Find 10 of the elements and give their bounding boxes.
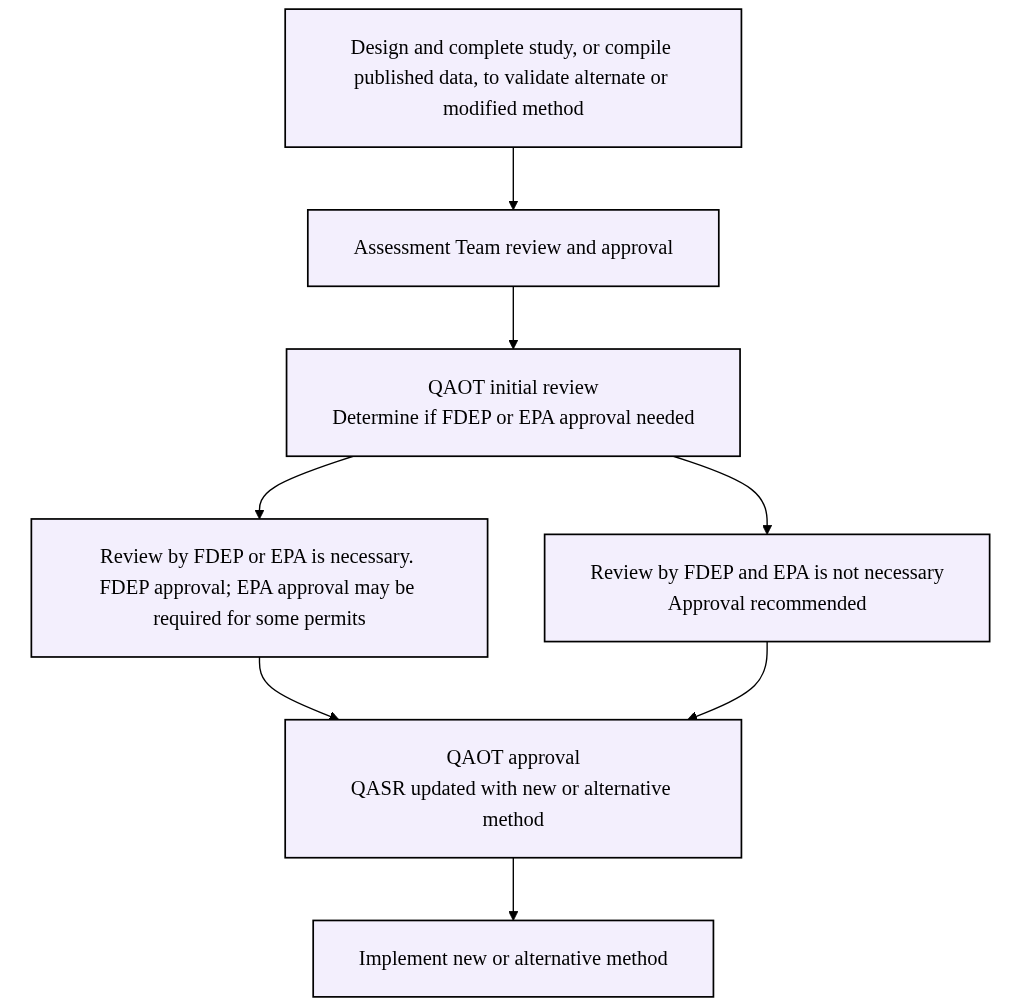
node-box: QAOT initial review Determine if FDEP or EPA approval needed <box>285 348 741 458</box>
node-box: QAOT approval QASR updated with new or alternative method <box>284 718 743 859</box>
arrow <box>508 146 519 211</box>
arrow <box>508 285 519 350</box>
node-box: Assessment Team review and approval <box>306 209 720 288</box>
node-box: Review by FDEP or EPA is necessary. FDEP approval; EPA approval may be required for some permits <box>30 518 489 658</box>
node-box: Implement new or alternative method <box>312 919 715 998</box>
node-box: Design and complete study, or compile published data, to validate alternate or modified method <box>284 8 743 148</box>
node-box: Review by FDEP and EPA is not necessary Approval recommended <box>543 533 991 643</box>
arrow <box>508 857 519 921</box>
